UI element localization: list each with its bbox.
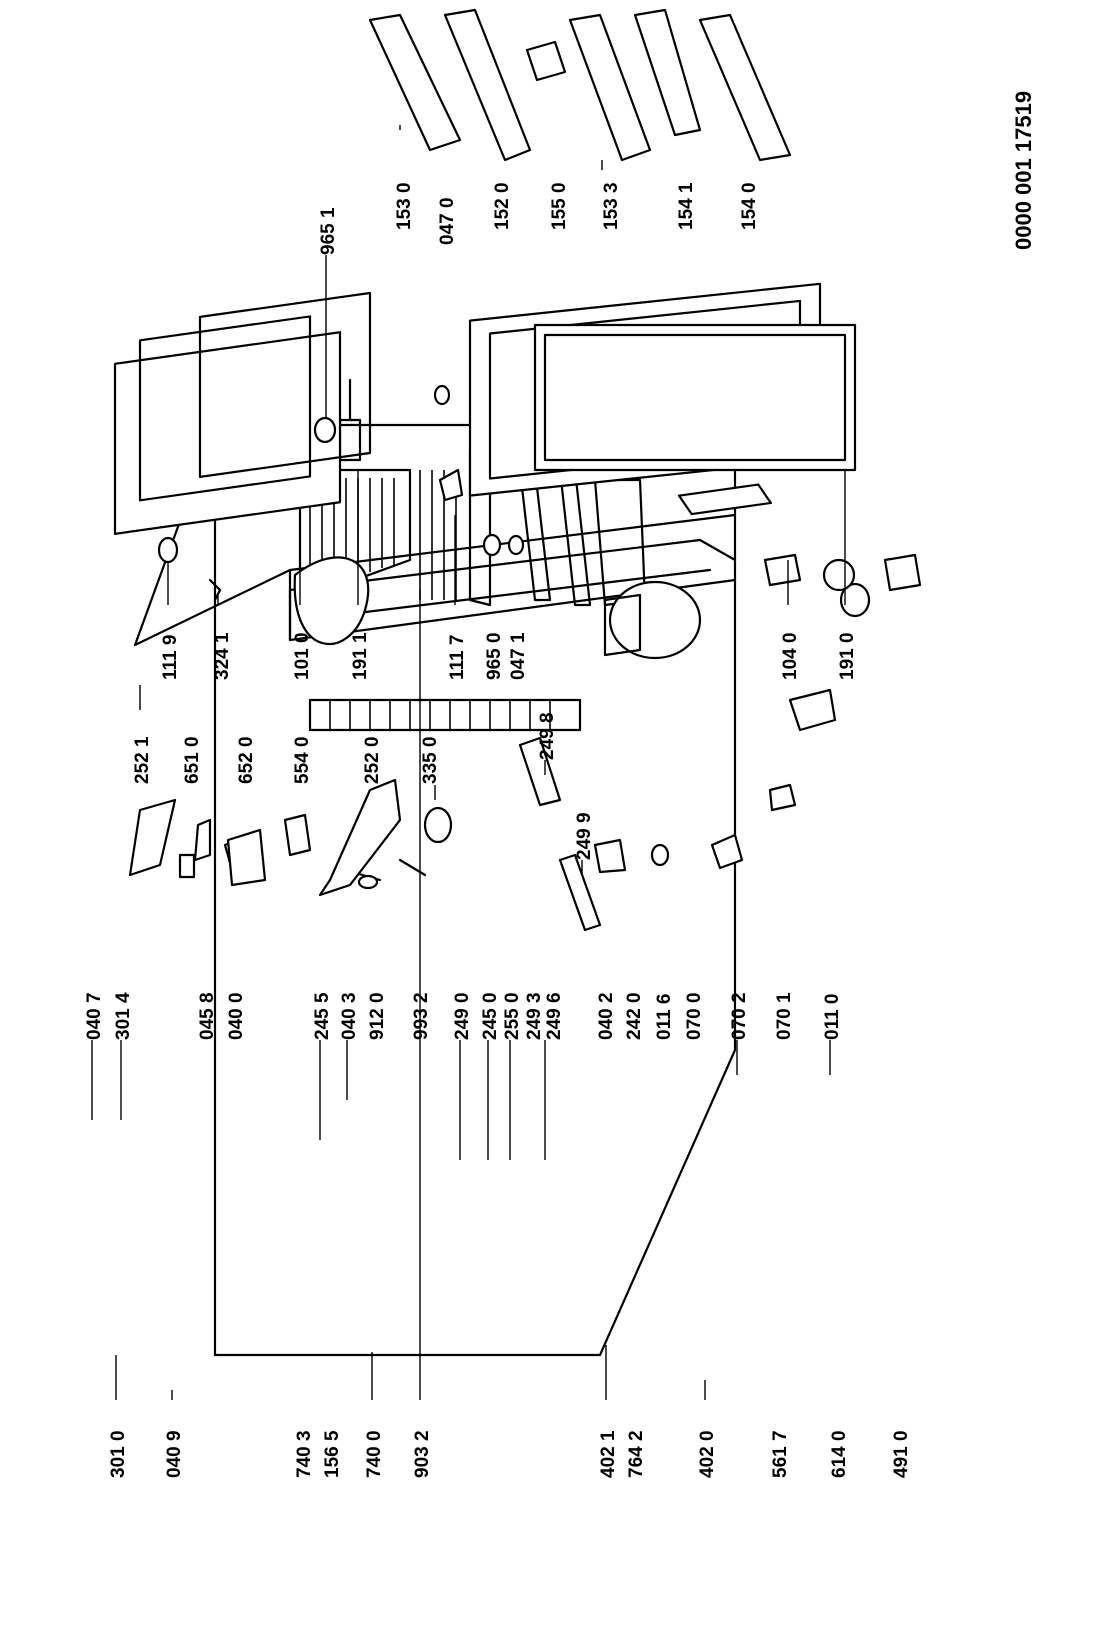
part-label: 301 4 xyxy=(113,992,134,1040)
part-label: 040 7 xyxy=(84,992,105,1040)
part-label: 101 0 xyxy=(292,632,313,680)
part-label: 740 3 xyxy=(294,1430,315,1478)
part-label: 040 2 xyxy=(596,992,617,1040)
part-label: 104 0 xyxy=(780,632,801,680)
part-label: 252 0 xyxy=(362,736,383,784)
part-label: 191 1 xyxy=(350,632,371,680)
part-label: 561 7 xyxy=(770,1430,791,1478)
part-label: 070 1 xyxy=(774,992,795,1040)
part-label: 764 2 xyxy=(626,1430,647,1478)
part-label: 740 0 xyxy=(364,1430,385,1478)
document-number: 0000 001 17519 xyxy=(1011,91,1036,250)
part-label: 912 0 xyxy=(367,992,388,1040)
part-label: 154 1 xyxy=(676,182,697,230)
part-label: 191 0 xyxy=(837,632,858,680)
part-label: 155 0 xyxy=(549,182,570,230)
part-label: 242 0 xyxy=(624,992,645,1040)
door-balconies-drawing xyxy=(368,8,792,162)
part-label: 249 9 xyxy=(574,812,595,860)
part-label: 070 0 xyxy=(684,992,705,1040)
part-label: 154 0 xyxy=(739,182,760,230)
part-label: 153 0 xyxy=(394,182,415,230)
part-labels: 301 0 040 9 740 3 156 5 740 0 903 2 402 … xyxy=(84,91,1036,1478)
part-label: 011 0 xyxy=(822,994,843,1041)
part-label: 047 1 xyxy=(508,632,529,680)
part-label: 249 8 xyxy=(537,712,558,760)
part-label: 040 9 xyxy=(164,1430,185,1478)
part-label: 301 0 xyxy=(108,1430,129,1478)
part-label: 651 0 xyxy=(182,736,203,784)
part-label: 111 7 xyxy=(447,635,468,680)
part-label: 554 0 xyxy=(292,736,313,784)
part-label: 045 8 xyxy=(197,992,218,1040)
part-label: 335 0 xyxy=(420,736,441,784)
part-label: 249 6 xyxy=(544,992,565,1040)
part-label: 111 9 xyxy=(160,635,181,680)
part-label: 249 3 xyxy=(524,992,545,1040)
part-label: 402 1 xyxy=(598,1430,619,1478)
part-label: 652 0 xyxy=(236,736,257,784)
part-label: 252 1 xyxy=(132,736,153,784)
part-label: 070 2 xyxy=(729,992,750,1040)
part-label: 324 1 xyxy=(212,632,233,680)
control-parts-drawing xyxy=(128,736,602,932)
part-label: 040 0 xyxy=(226,992,247,1040)
part-label: 047 0 xyxy=(437,197,458,245)
part-label: 152 0 xyxy=(492,182,513,230)
part-label: 965 0 xyxy=(484,632,505,680)
part-label: 249 0 xyxy=(452,992,473,1040)
part-label: 153 3 xyxy=(601,182,622,230)
part-label: 491 0 xyxy=(891,1430,912,1478)
part-label: 903 2 xyxy=(412,1430,433,1478)
part-label: 156 5 xyxy=(322,1430,343,1478)
part-label: 245 0 xyxy=(480,992,501,1040)
part-label: 255 0 xyxy=(502,992,523,1040)
fridge-door-drawing xyxy=(313,282,857,557)
part-label: 965 1 xyxy=(318,207,339,255)
freezer-door-drawing xyxy=(113,291,372,602)
leader-lines xyxy=(91,125,846,1400)
part-label: 614 0 xyxy=(829,1430,850,1478)
part-label: 245 5 xyxy=(312,992,333,1040)
part-label: 402 0 xyxy=(697,1430,718,1478)
part-label: 040 3 xyxy=(339,992,360,1040)
part-label: 993 2 xyxy=(411,992,432,1040)
part-label: 011 6 xyxy=(654,994,675,1041)
